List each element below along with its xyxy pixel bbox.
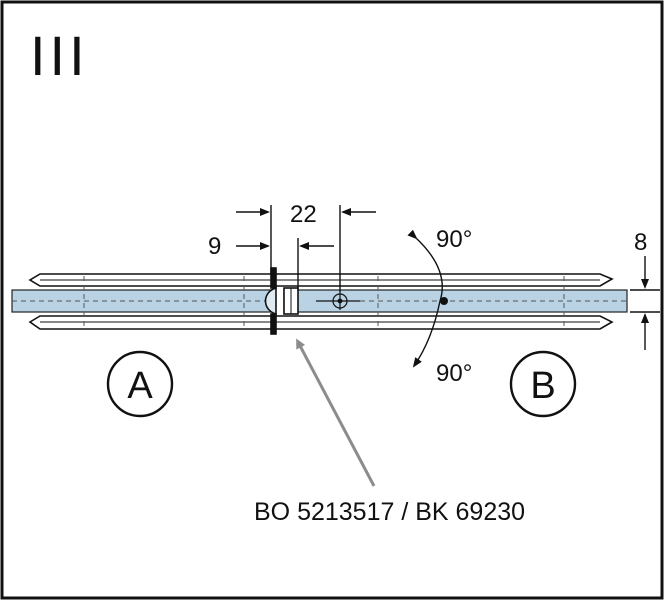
panel-b-label: B <box>530 365 555 407</box>
dimension-9-label: 9 <box>208 233 221 260</box>
rotation-point <box>440 297 448 305</box>
dimension-9 <box>236 205 334 290</box>
pointer-arrow <box>296 338 376 487</box>
panel-a-label: A <box>127 365 153 407</box>
dimension-8 <box>630 256 660 350</box>
pivot-center-mark <box>316 292 360 310</box>
hinge-joint <box>264 267 299 335</box>
upper-clamp-plate <box>28 273 614 287</box>
angle-lower-label: 90° <box>436 360 472 387</box>
panel-a-circle <box>106 350 174 418</box>
roman-numeral: III <box>30 24 89 87</box>
part-numbers: BO 5213517 / BK 69230 <box>254 498 525 526</box>
dimension-22-label: 22 <box>290 201 317 228</box>
dimension-8-label: 8 <box>634 229 647 256</box>
rotation-arc <box>407 229 443 368</box>
lower-clamp-plate <box>28 315 614 330</box>
dimension-22 <box>236 205 376 292</box>
hidden-lines <box>12 276 627 328</box>
angle-upper-label: 90° <box>436 226 472 253</box>
panel-b-circle <box>509 350 577 418</box>
